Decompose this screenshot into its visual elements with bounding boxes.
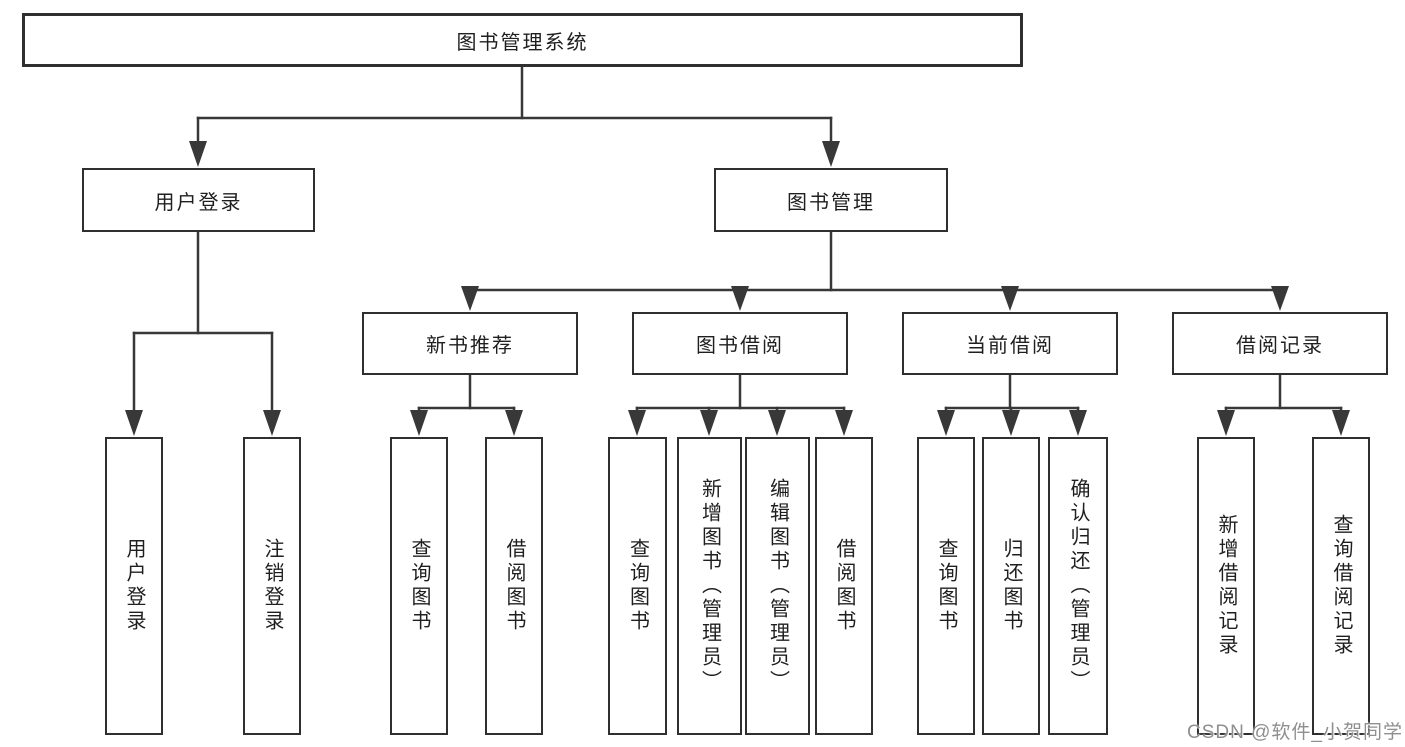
leaf-add-book-admin: 新增图书（管理员） bbox=[677, 437, 742, 735]
node-root: 图书管理系统 bbox=[22, 13, 1023, 67]
node-current-borrow: 当前借阅 bbox=[902, 312, 1118, 375]
node-book-borrow-label: 图书借阅 bbox=[696, 335, 784, 357]
connector-bookmgmt-to-level3 bbox=[461, 230, 1289, 311]
node-user-login-label: 用户登录 bbox=[154, 191, 243, 214]
node-book-borrow: 图书借阅 bbox=[632, 312, 848, 375]
leaf-query-books-recommend: 查询图书 bbox=[390, 437, 448, 735]
node-new-book-recommend: 新书推荐 bbox=[362, 312, 578, 375]
leaf-user-login-label: 用户登录 bbox=[123, 538, 145, 634]
leaf-return-book-label: 归还图书 bbox=[1000, 538, 1022, 634]
node-current-borrow-label: 当前借阅 bbox=[966, 335, 1054, 357]
leaf-add-book-admin-label: 新增图书（管理员） bbox=[698, 478, 721, 694]
leaf-query-books-recommend-label: 查询图书 bbox=[408, 538, 430, 634]
leaf-logout-label: 注销登录 bbox=[261, 538, 283, 634]
node-borrow-records-label: 借阅记录 bbox=[1236, 335, 1324, 357]
leaf-edit-book-admin: 编辑图书（管理员） bbox=[745, 437, 810, 735]
leaf-query-books-current: 查询图书 bbox=[917, 437, 975, 735]
connector-login-to-leaves bbox=[125, 230, 281, 436]
leaf-confirm-return-admin: 确认归还（管理员） bbox=[1048, 437, 1108, 735]
leaf-return-book: 归还图书 bbox=[982, 437, 1040, 735]
node-new-book-recommend-label: 新书推荐 bbox=[426, 335, 514, 357]
leaf-user-login: 用户登录 bbox=[105, 437, 163, 735]
leaf-logout: 注销登录 bbox=[243, 437, 301, 735]
leaf-borrow-books: 借阅图书 bbox=[815, 437, 873, 735]
connector-current-to-leaves bbox=[937, 373, 1087, 436]
node-user-login: 用户登录 bbox=[82, 168, 315, 232]
leaf-query-borrow-record-label: 查询借阅记录 bbox=[1330, 514, 1352, 658]
node-borrow-records: 借阅记录 bbox=[1172, 312, 1388, 375]
leaf-add-borrow-record-label: 新增借阅记录 bbox=[1215, 514, 1237, 658]
connector-records-to-leaves bbox=[1217, 373, 1350, 436]
leaf-query-books-borrow-label: 查询图书 bbox=[626, 538, 649, 634]
csdn-watermark: CSDN @软件_小贺同学 bbox=[1187, 722, 1403, 743]
leaf-query-books-current-label: 查询图书 bbox=[935, 538, 957, 634]
leaf-add-borrow-record: 新增借阅记录 bbox=[1197, 437, 1255, 735]
leaf-query-borrow-record: 查询借阅记录 bbox=[1312, 437, 1370, 735]
connector-borrow-to-leaves bbox=[628, 373, 853, 436]
node-root-label: 图书管理系统 bbox=[456, 31, 589, 54]
node-book-management: 图书管理 bbox=[714, 168, 948, 232]
leaf-borrow-books-recommend-label: 借阅图书 bbox=[503, 538, 525, 634]
leaf-query-books-borrow: 查询图书 bbox=[608, 437, 667, 735]
node-book-management-label: 图书管理 bbox=[787, 191, 875, 214]
leaf-borrow-books-label: 借阅图书 bbox=[833, 538, 855, 634]
connector-newbook-to-leaves bbox=[410, 373, 523, 436]
leaf-edit-book-admin-label: 编辑图书（管理员） bbox=[766, 478, 789, 694]
leaf-confirm-return-admin-label: 确认归还（管理员） bbox=[1067, 478, 1089, 694]
connector-root-to-level2 bbox=[189, 65, 840, 167]
leaf-borrow-books-recommend: 借阅图书 bbox=[485, 437, 543, 735]
